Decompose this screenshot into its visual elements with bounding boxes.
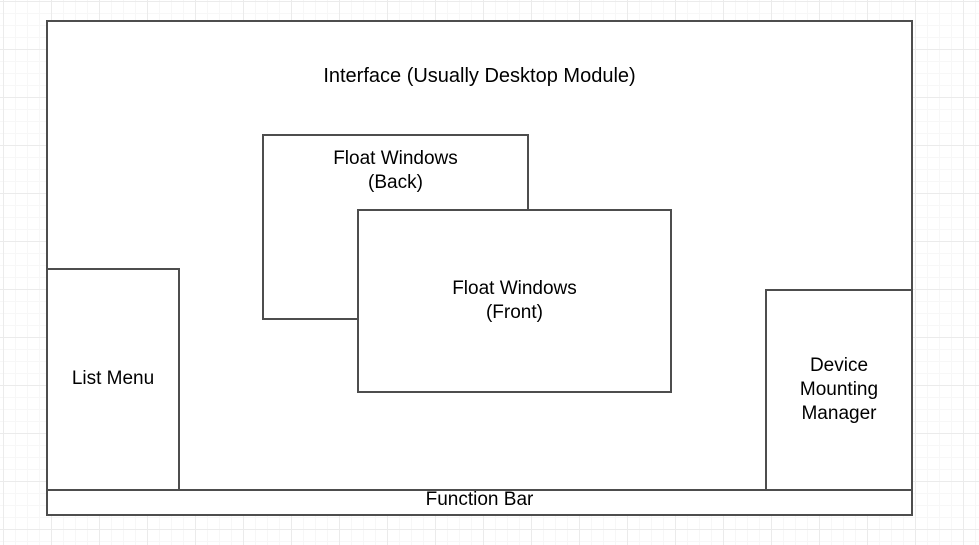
node-function-bar[interactable]: Function Bar	[46, 489, 913, 516]
node-device-mounting-manager[interactable]: Device Mounting Manager	[765, 289, 913, 491]
node-list-menu[interactable]: List Menu	[46, 268, 180, 491]
node-float-window-back-label: Float Windows (Back)	[333, 148, 458, 194]
node-interface-label: Interface (Usually Desktop Module)	[323, 65, 636, 87]
node-list-menu-label: List Menu	[71, 368, 155, 390]
node-float-window-front[interactable]: Float Windows (Front)	[357, 209, 672, 393]
node-float-window-front-label: Float Windows (Front)	[452, 277, 577, 323]
node-function-bar-label: Function Bar	[425, 489, 534, 511]
node-device-mounting-manager-label: Device Mounting Manager	[799, 354, 879, 425]
